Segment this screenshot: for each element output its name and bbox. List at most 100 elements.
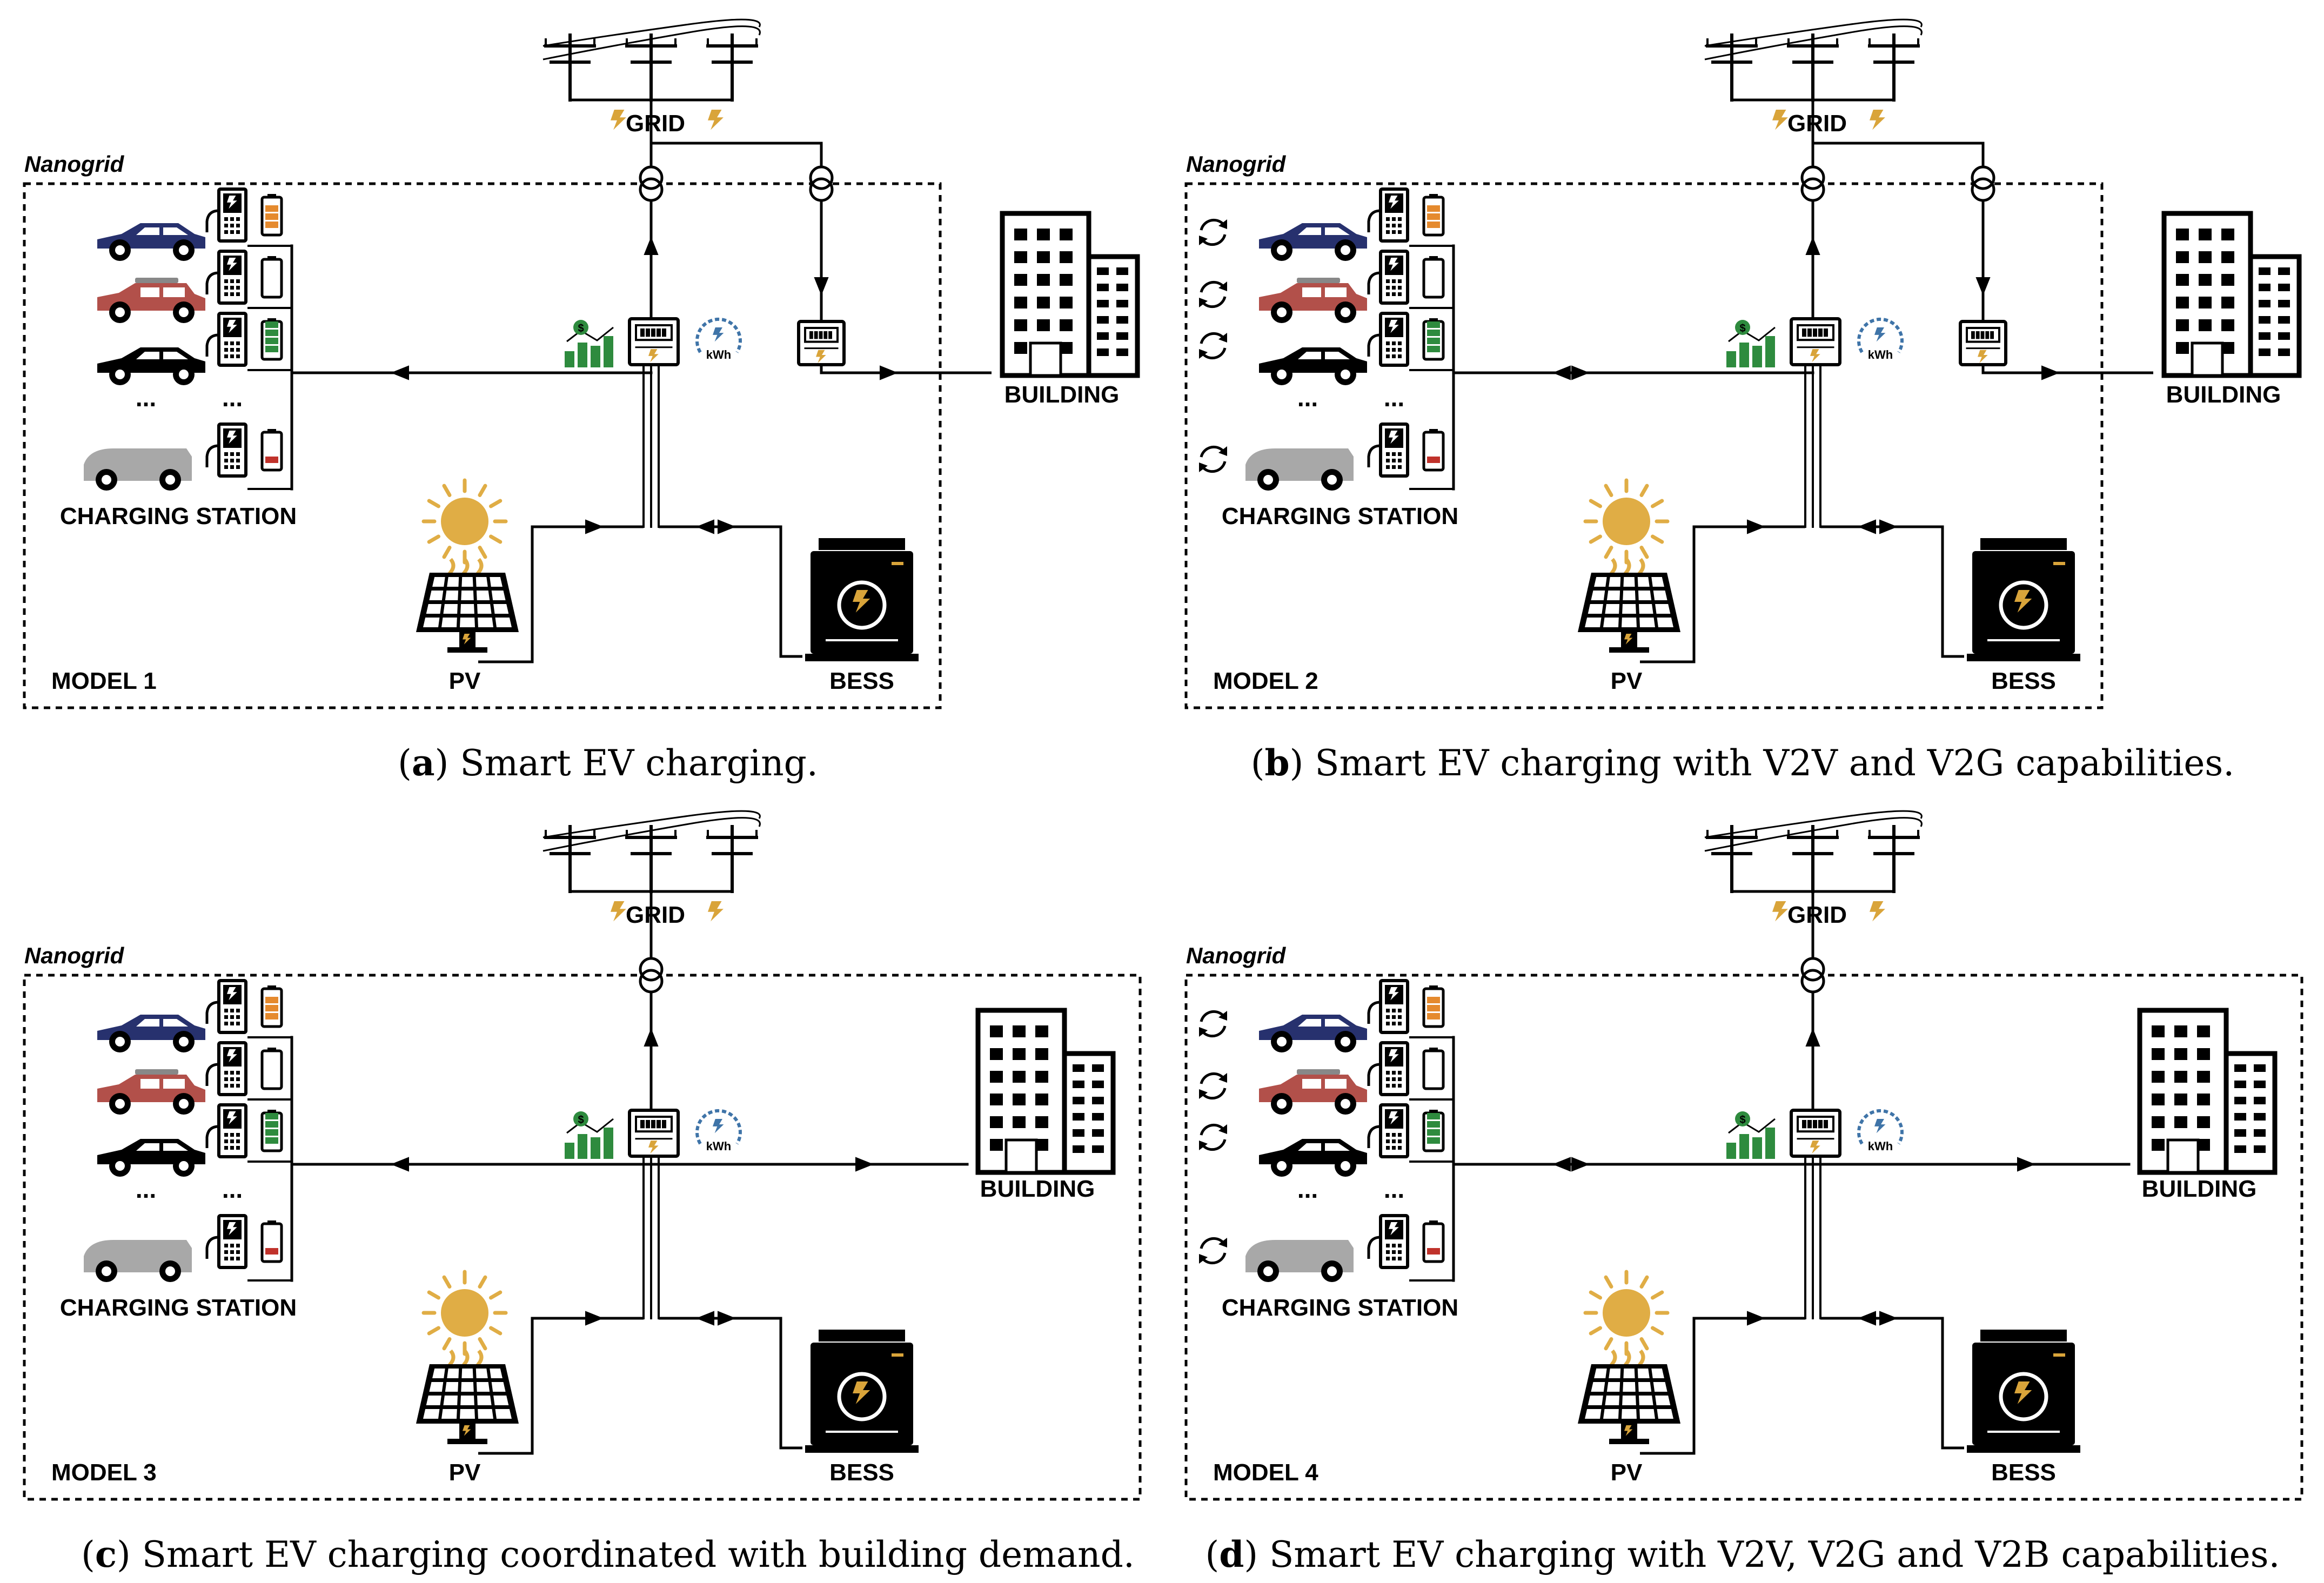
ellipsis: ... — [1297, 384, 1318, 412]
car-icon — [97, 1069, 205, 1115]
v2v-exchange-icon — [1199, 218, 1227, 246]
nanogrid-label: Nanogrid — [24, 943, 125, 968]
model-label: MODEL 4 — [1213, 1459, 1318, 1486]
solar-panel-icon — [1578, 1364, 1680, 1444]
bess-label: BESS — [829, 668, 894, 694]
battery-level-icon — [1422, 429, 1445, 472]
bolt-icon — [1624, 1425, 1633, 1436]
model-label: MODEL 3 — [51, 1459, 157, 1486]
flow-arrow — [1805, 237, 1820, 255]
ev-charger-icon — [205, 422, 247, 478]
dollar-coin-icon — [573, 1111, 588, 1126]
bolt-icon — [713, 327, 724, 342]
nanogrid-boundary — [23, 974, 1142, 1501]
nanogrid-boundary — [23, 182, 942, 709]
car-icon — [1259, 278, 1367, 323]
flow-arrow — [585, 1311, 604, 1326]
bess-plus-terminal: + — [1984, 1348, 1994, 1366]
smart-meter-icon — [628, 1109, 680, 1158]
transformer-icon — [639, 957, 664, 994]
caption-paren: ) — [1290, 742, 1315, 784]
van-icon — [1245, 448, 1354, 491]
flow-arrow — [1747, 519, 1765, 534]
dollar-coin-icon — [1735, 1111, 1750, 1126]
bolt-icon — [708, 901, 724, 922]
bolt-icon — [611, 110, 626, 130]
car-icon — [1259, 1139, 1367, 1177]
bolt-icon — [2014, 1381, 2032, 1404]
bolt-icon — [1810, 349, 1820, 363]
kwh-gauge-icon: kWh — [1857, 1109, 1904, 1153]
bolt-icon — [227, 1111, 237, 1125]
caption-paren: ) — [1244, 1534, 1269, 1575]
solar-panel-icon — [1578, 573, 1680, 653]
bolt-icon — [1624, 634, 1633, 645]
ellipsis: ... — [222, 384, 243, 412]
caption-letter: d — [1219, 1533, 1244, 1575]
bolt-icon — [1978, 350, 1988, 363]
grid-power-lines-icon: GRID — [1704, 18, 1923, 137]
caption: (d) Smart EV charging with V2V, V2G and … — [1205, 1533, 2280, 1575]
car-icon — [97, 278, 205, 323]
sun-icon — [1583, 1270, 1670, 1391]
bolt-icon — [227, 196, 237, 209]
ev-charger-icon — [1367, 312, 1409, 367]
bolt-icon — [611, 901, 626, 922]
ellipsis: ... — [222, 1175, 243, 1203]
charging-station: ...... CHARGING STATION — [60, 979, 297, 1321]
smart-meter-icon — [1790, 317, 1841, 366]
bess-label: BESS — [1991, 1459, 2056, 1486]
battery-level-icon — [1422, 318, 1445, 361]
flow-arrow — [1571, 1157, 1590, 1172]
bolt-icon — [1772, 110, 1788, 130]
kwh-label: kWh — [706, 348, 731, 361]
flow-arrow — [585, 519, 604, 534]
van-icon — [84, 1240, 192, 1282]
bess-battery-icon: + — [1967, 1330, 2080, 1453]
caption-paren: ) — [117, 1534, 142, 1575]
bolt-icon — [1874, 327, 1886, 342]
ellipsis: ... — [1297, 1175, 1318, 1203]
ev-charger-icon — [205, 250, 247, 305]
bar-chart-icon: $ — [1726, 1111, 1776, 1159]
ev-charger-icon — [205, 1103, 247, 1158]
flow-arrow — [2041, 365, 2060, 380]
bess-battery-icon: + — [805, 538, 919, 661]
flow-arrow — [718, 1311, 736, 1326]
caption-paren: ( — [398, 742, 412, 784]
kwh-label: kWh — [1868, 348, 1893, 361]
ev-charger-icon — [205, 979, 247, 1034]
bolt-icon — [227, 320, 237, 333]
caption-letter: b — [1265, 742, 1290, 784]
bolt-icon — [1389, 1111, 1399, 1125]
car-icon — [1259, 1069, 1367, 1115]
battery-level-icon — [260, 985, 283, 1028]
v2v-exchange-icon — [1199, 1237, 1227, 1265]
van-icon — [84, 448, 192, 491]
flow-arrow — [1858, 519, 1876, 534]
bolt-icon — [816, 350, 826, 363]
flow-arrow — [1805, 1028, 1820, 1047]
charging-station-label: CHARGING STATION — [60, 1294, 297, 1321]
dollar-sign: $ — [1739, 1114, 1745, 1126]
car-icon — [97, 347, 205, 385]
caption-paren: ) — [435, 742, 460, 784]
ellipsis: ... — [136, 1175, 156, 1203]
nanogrid-label: Nanogrid — [1186, 943, 1287, 968]
battery-level-icon — [1422, 1110, 1445, 1152]
caption-text: Smart EV charging with V2V, V2G and V2B … — [1269, 1534, 2280, 1575]
bolt-icon — [227, 258, 237, 271]
bolt-icon — [1389, 1222, 1399, 1236]
ellipsis: ... — [1384, 384, 1404, 412]
caption-paren: ( — [1251, 742, 1265, 784]
kwh-gauge-icon: kWh — [695, 318, 742, 361]
pv-label: PV — [449, 1459, 481, 1486]
bess-battery-icon: + — [805, 1330, 919, 1453]
bolt-icon — [463, 1425, 471, 1436]
charging-station-label: CHARGING STATION — [60, 503, 297, 529]
bess-plus-terminal: + — [822, 1348, 832, 1366]
building-door — [2191, 341, 2224, 377]
v2v-exchange-icon — [1199, 445, 1227, 473]
